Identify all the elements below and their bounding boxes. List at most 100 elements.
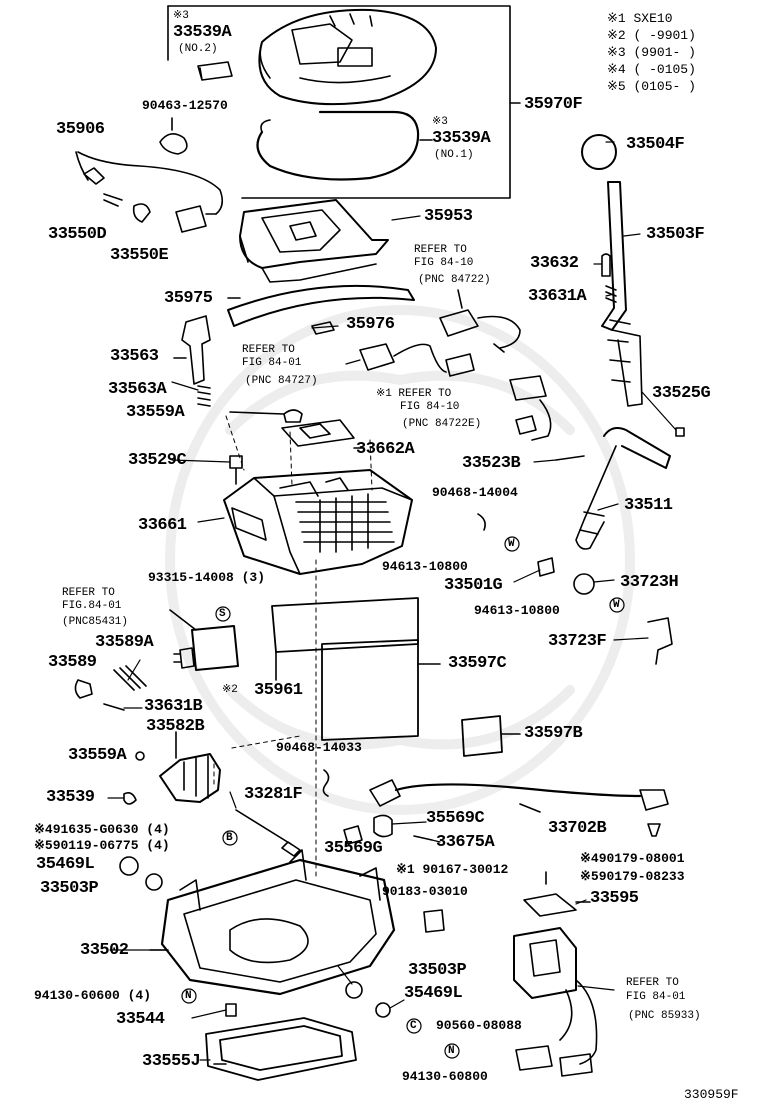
bushing-33559a	[283, 409, 303, 423]
label-33632: 33632	[530, 254, 579, 273]
label-35469l-right: 35469L	[404, 984, 463, 1003]
mark-letter-c: C	[410, 1020, 417, 1032]
ref-85933-a: REFER TO	[626, 977, 679, 989]
watermark	[165, 305, 635, 815]
connector-84727	[359, 343, 475, 377]
plate-33597c	[321, 639, 419, 741]
clip-90468-14004	[477, 513, 486, 531]
plug-35469l-left	[119, 856, 139, 876]
mark-letter-b: B	[226, 832, 233, 844]
label-33723f: 33723F	[548, 632, 607, 651]
plug-35469l-right	[375, 1002, 391, 1018]
ref-84722-b: FIG 84-10	[414, 257, 474, 269]
label-35961: 35961	[254, 681, 303, 700]
lever-33582b	[159, 731, 221, 803]
spring-33563a	[197, 385, 211, 407]
mark-n-1	[181, 988, 197, 1004]
label-93315: 93315-14008 (3)	[148, 570, 266, 585]
label-33539: 33539	[46, 788, 95, 807]
bushing-33559a-bot	[135, 751, 145, 761]
mark-s	[215, 606, 231, 622]
label-91635: ※491635-G0630 (4)	[34, 822, 170, 837]
mark-letter-w1: W	[508, 538, 515, 550]
bracket-33563	[181, 315, 211, 385]
bushing-35569g	[343, 825, 363, 845]
cap-33550e	[132, 203, 151, 223]
label-35953: 35953	[424, 207, 473, 226]
ref-85933-b: FIG 84-01	[626, 991, 686, 1003]
plug-33503p-right	[345, 981, 363, 999]
label-33631a: 33631A	[528, 287, 587, 306]
ref-85431-a: REFER TO	[62, 587, 115, 599]
label-33544: 33544	[116, 1010, 165, 1029]
mark-letter-n1: N	[185, 990, 192, 1002]
plate-33597b	[461, 715, 503, 757]
label-35975: 35975	[164, 289, 213, 308]
cable-35906	[75, 151, 224, 233]
bracket-33595	[523, 893, 577, 917]
bolt-33529c	[229, 455, 243, 485]
bushing-33501g	[537, 557, 555, 577]
lever-33511	[575, 427, 671, 550]
label-33675a: 33675A	[436, 833, 495, 852]
footer-code: 330959F	[684, 1087, 739, 1102]
label-33595: 33595	[590, 889, 639, 908]
ref-85431-c: (PNC85431)	[62, 616, 129, 628]
label-33525g: 33525G	[652, 384, 711, 403]
label-33662a: 33662A	[356, 440, 415, 459]
clip-33589	[74, 679, 93, 699]
label-33503f: 33503F	[646, 225, 705, 244]
pin-33632	[601, 253, 611, 277]
label-94130-left: 94130-60600 (4)	[34, 988, 152, 1003]
label-33563: 33563	[110, 347, 159, 366]
label-94130-right: 94130-60800	[402, 1069, 488, 1084]
label-94613-b: 94613-10800	[474, 603, 560, 618]
bushing-35569c	[373, 814, 393, 838]
mark-b	[222, 830, 238, 846]
label-33539a-no1: 33539A	[432, 129, 491, 148]
label-90179-08001: ※490179-08001	[580, 851, 685, 866]
label-33723h: 33723H	[620, 573, 679, 592]
strip-35975	[227, 284, 415, 327]
mark-letter-w2: W	[613, 599, 620, 611]
label-33511: 33511	[624, 496, 673, 515]
label-33281f: 33281F	[244, 785, 303, 804]
plug-33503p-left	[145, 873, 163, 891]
label-35569g: 35569G	[324, 839, 383, 858]
label-33503p-right: 33503P	[408, 961, 467, 980]
label-33501g: 33501G	[444, 576, 503, 595]
guide-lines	[213, 415, 373, 881]
spring-33631a	[605, 285, 617, 303]
legend-1: ※1 SXE10	[607, 11, 673, 26]
pin-33281f	[235, 809, 301, 857]
label-33529c: 33529C	[128, 451, 187, 470]
label-35469l-left: 35469L	[36, 855, 95, 874]
connector-84722e	[509, 375, 552, 441]
label-33702b: 33702B	[548, 819, 607, 838]
bolt-90179	[647, 823, 661, 837]
label-35970f: 35970F	[524, 95, 583, 114]
seal-33539a-no1	[256, 110, 420, 181]
label-94613-a: 94613-10800	[382, 559, 468, 574]
label-90468-14033: 90468-14033	[276, 740, 362, 755]
bushing-33723h	[573, 573, 595, 595]
ref-84727-a: REFER TO	[242, 344, 295, 356]
pin-33523b	[555, 455, 585, 461]
label-35976: 35976	[346, 315, 395, 334]
label-35906: 35906	[56, 120, 105, 139]
clip-90468-14033	[322, 769, 330, 797]
sub-33539a-no2: (NO.2)	[178, 43, 218, 55]
label-90183: 90183-03010	[382, 884, 468, 899]
label-90468-14004: 90468-14004	[432, 485, 518, 500]
cable-33702b	[369, 779, 669, 813]
label-90463-12570: 90463-12570	[142, 98, 228, 113]
label-33559a-top: 33559A	[126, 403, 185, 422]
bracket-35970f	[167, 5, 511, 199]
pad-35976	[311, 321, 335, 335]
legend-5: ※5 (0105- )	[607, 79, 696, 94]
label-33555j: 33555J	[142, 1052, 201, 1071]
label-90119: ※590119-06775 (4)	[34, 838, 170, 853]
mark-w-2	[609, 597, 625, 613]
label-33504f: 33504F	[626, 135, 685, 154]
